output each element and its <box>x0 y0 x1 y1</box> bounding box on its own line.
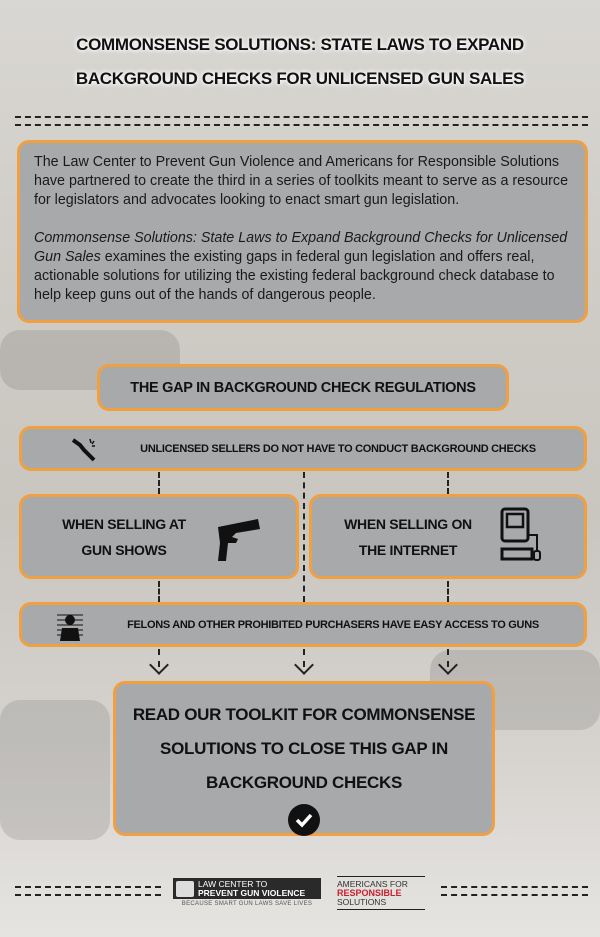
felons-text: FELONS AND OTHER PROHIBITED PURCHASERS H… <box>127 618 539 631</box>
internet-line-2: THE INTERNET <box>358 541 458 558</box>
gun-shows-box: WHEN SELLING AT GUN SHOWS <box>19 494 299 579</box>
ars-line-2: RESPONSIBLE <box>337 888 402 898</box>
pistol-icon <box>214 515 264 565</box>
ars-line-3: SOLUTIONS <box>337 897 387 907</box>
connector <box>303 472 305 602</box>
gap-heading-text: THE GAP IN BACKGROUND CHECK REGULATIONS <box>130 379 476 396</box>
gun-shows-line-1: WHEN SELLING AT <box>62 515 186 532</box>
scales-icon <box>176 880 194 897</box>
intro-paragraph-2: Commonsense Solutions: State Laws to Exp… <box>34 229 571 305</box>
title-line-2: BACKGROUND CHECKS FOR UNLICENSED GUN SAL… <box>75 69 525 88</box>
connector <box>158 649 160 667</box>
cta-box[interactable]: READ OUR TOOLKIT FOR COMMONSENSE SOLUTIO… <box>113 681 495 836</box>
handshake-icon <box>70 436 98 464</box>
internet-box: WHEN SELLING ON THE INTERNET <box>309 494 587 579</box>
page-title: COMMONSENSE SOLUTIONS: STATE LAWS TO EXP… <box>20 28 580 96</box>
cta-line-3: BACKGROUND CHECKS <box>205 773 403 792</box>
internet-line-1: WHEN SELLING ON <box>344 515 472 532</box>
connector <box>303 649 305 667</box>
lcpgv-line-1: LAW CENTER TO <box>198 878 268 889</box>
cta-line-2: SOLUTIONS TO CLOSE THIS GAP IN <box>160 739 448 758</box>
checkmark-icon <box>288 804 320 836</box>
background-photo <box>0 700 110 840</box>
mugshot-icon <box>55 611 85 641</box>
unlicensed-sellers-box: UNLICENSED SELLERS DO NOT HAVE TO CONDUC… <box>19 426 587 471</box>
gun-shows-line-2: GUN SHOWS <box>81 541 167 558</box>
intro-paragraph-2-text: examines the existing gaps in federal gu… <box>34 249 555 303</box>
lcpgv-logo[interactable]: LAW CENTER TO PREVENT GUN VIOLENCE BECAU… <box>173 878 321 907</box>
connector <box>447 581 449 602</box>
intro-box: The Law Center to Prevent Gun Violence a… <box>17 140 588 323</box>
footer-divider-left <box>15 886 161 896</box>
arrow-down-icon <box>149 655 169 675</box>
title-line-1: COMMONSENSE SOLUTIONS: STATE LAWS TO EXP… <box>76 35 524 54</box>
lcpgv-line-2: PREVENT GUN VIOLENCE <box>198 887 306 898</box>
intro-paragraph-1: The Law Center to Prevent Gun Violence a… <box>34 154 569 208</box>
arrow-down-icon <box>294 655 314 675</box>
connector <box>447 472 449 494</box>
footer-divider-right <box>441 886 588 896</box>
ars-logo[interactable]: AMERICANS FOR RESPONSIBLE SOLUTIONS <box>337 876 425 910</box>
felons-box: FELONS AND OTHER PROHIBITED PURCHASERS H… <box>19 602 587 647</box>
connector <box>158 472 160 494</box>
gap-heading: THE GAP IN BACKGROUND CHECK REGULATIONS <box>97 364 509 411</box>
divider <box>15 116 588 126</box>
lcpgv-tagline: BECAUSE SMART GUN LAWS SAVE LIVES <box>181 901 313 907</box>
connector <box>158 581 160 602</box>
ars-line-1: AMERICANS FOR <box>337 879 408 889</box>
computer-icon <box>499 507 545 567</box>
unlicensed-sellers-text: UNLICENSED SELLERS DO NOT HAVE TO CONDUC… <box>140 442 536 455</box>
cta-line-1: READ OUR TOOLKIT FOR COMMONSENSE <box>132 705 476 724</box>
connector <box>447 649 449 667</box>
toolkit-title: Commonsense Solutions: State Laws to Exp… <box>34 230 568 265</box>
